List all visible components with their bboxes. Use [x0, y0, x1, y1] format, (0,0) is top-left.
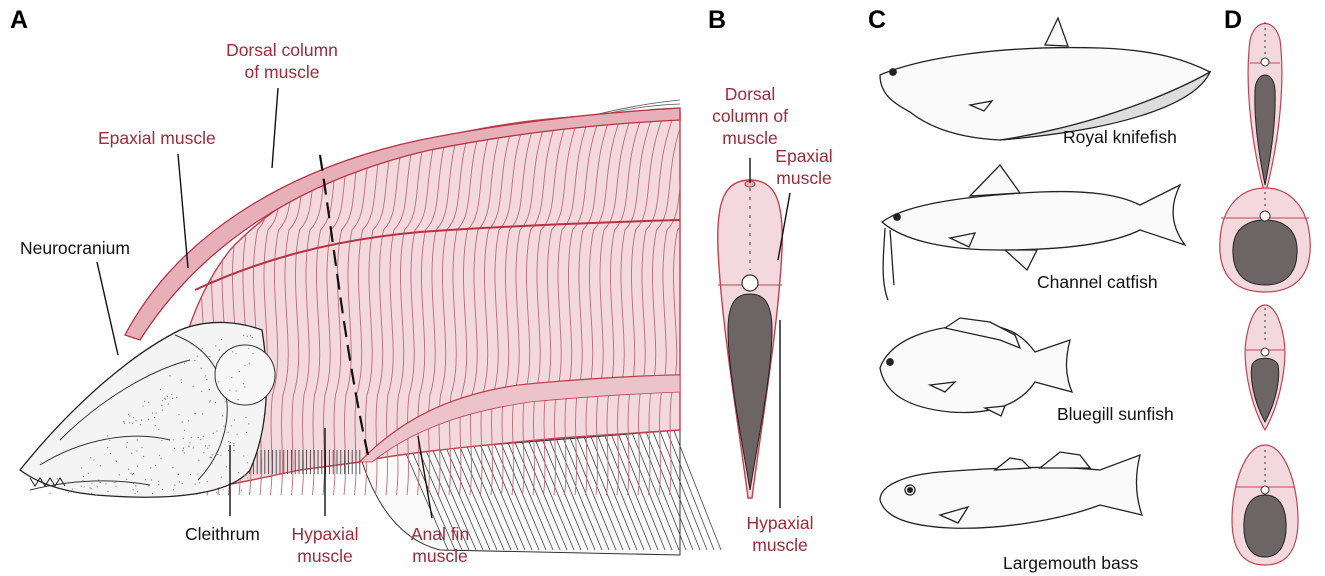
label-anal-fin-1: Anal fin	[395, 524, 485, 545]
panel-label-d: D	[1224, 6, 1242, 35]
royal-knifefish	[880, 18, 1210, 140]
section-bluegill	[1245, 305, 1285, 430]
panel-label-a: A	[10, 6, 28, 35]
section-knifefish	[1248, 22, 1282, 195]
label-hypaxial-a-2: muscle	[280, 546, 370, 567]
label-neurocranium: Neurocranium	[20, 238, 130, 259]
label-dorsal-column-a-2: of muscle	[192, 62, 372, 83]
label-channel-catfish: Channel catfish	[1037, 272, 1158, 293]
label-dorsal-column-b-2: column of	[700, 106, 800, 127]
section-bass	[1232, 445, 1298, 565]
panel-label-b: B	[708, 6, 726, 35]
panel-d-drawing	[1220, 22, 1310, 565]
panel-b-drawing	[718, 158, 790, 508]
label-dorsal-column-b-1: Dorsal	[700, 84, 800, 105]
label-bluegill-sunfish: Bluegill sunfish	[1057, 404, 1174, 425]
label-anal-fin-2: muscle	[395, 546, 485, 567]
largemouth-bass	[880, 452, 1142, 528]
section-catfish	[1220, 188, 1310, 292]
label-hypaxial-a-1: Hypaxial	[280, 524, 370, 545]
label-epaxial-b-2: muscle	[764, 168, 844, 189]
label-dorsal-column-a-1: Dorsal column	[192, 40, 372, 61]
bluegill-sunfish	[880, 318, 1072, 416]
label-epaxial-b-1: Epaxial	[764, 146, 844, 167]
label-royal-knifefish: Royal knifefish	[1063, 127, 1177, 148]
body-cavity	[728, 294, 772, 490]
label-largemouth-bass: Largemouth bass	[1003, 553, 1138, 574]
label-hypaxial-b-1: Hypaxial	[735, 513, 825, 534]
label-epaxial-a: Epaxial muscle	[98, 128, 216, 149]
fish-head	[20, 322, 275, 497]
panel-label-c: C	[868, 6, 886, 35]
panel-a-drawing	[20, 88, 721, 555]
label-hypaxial-b-2: muscle	[735, 535, 825, 556]
label-cleithrum: Cleithrum	[185, 524, 260, 545]
